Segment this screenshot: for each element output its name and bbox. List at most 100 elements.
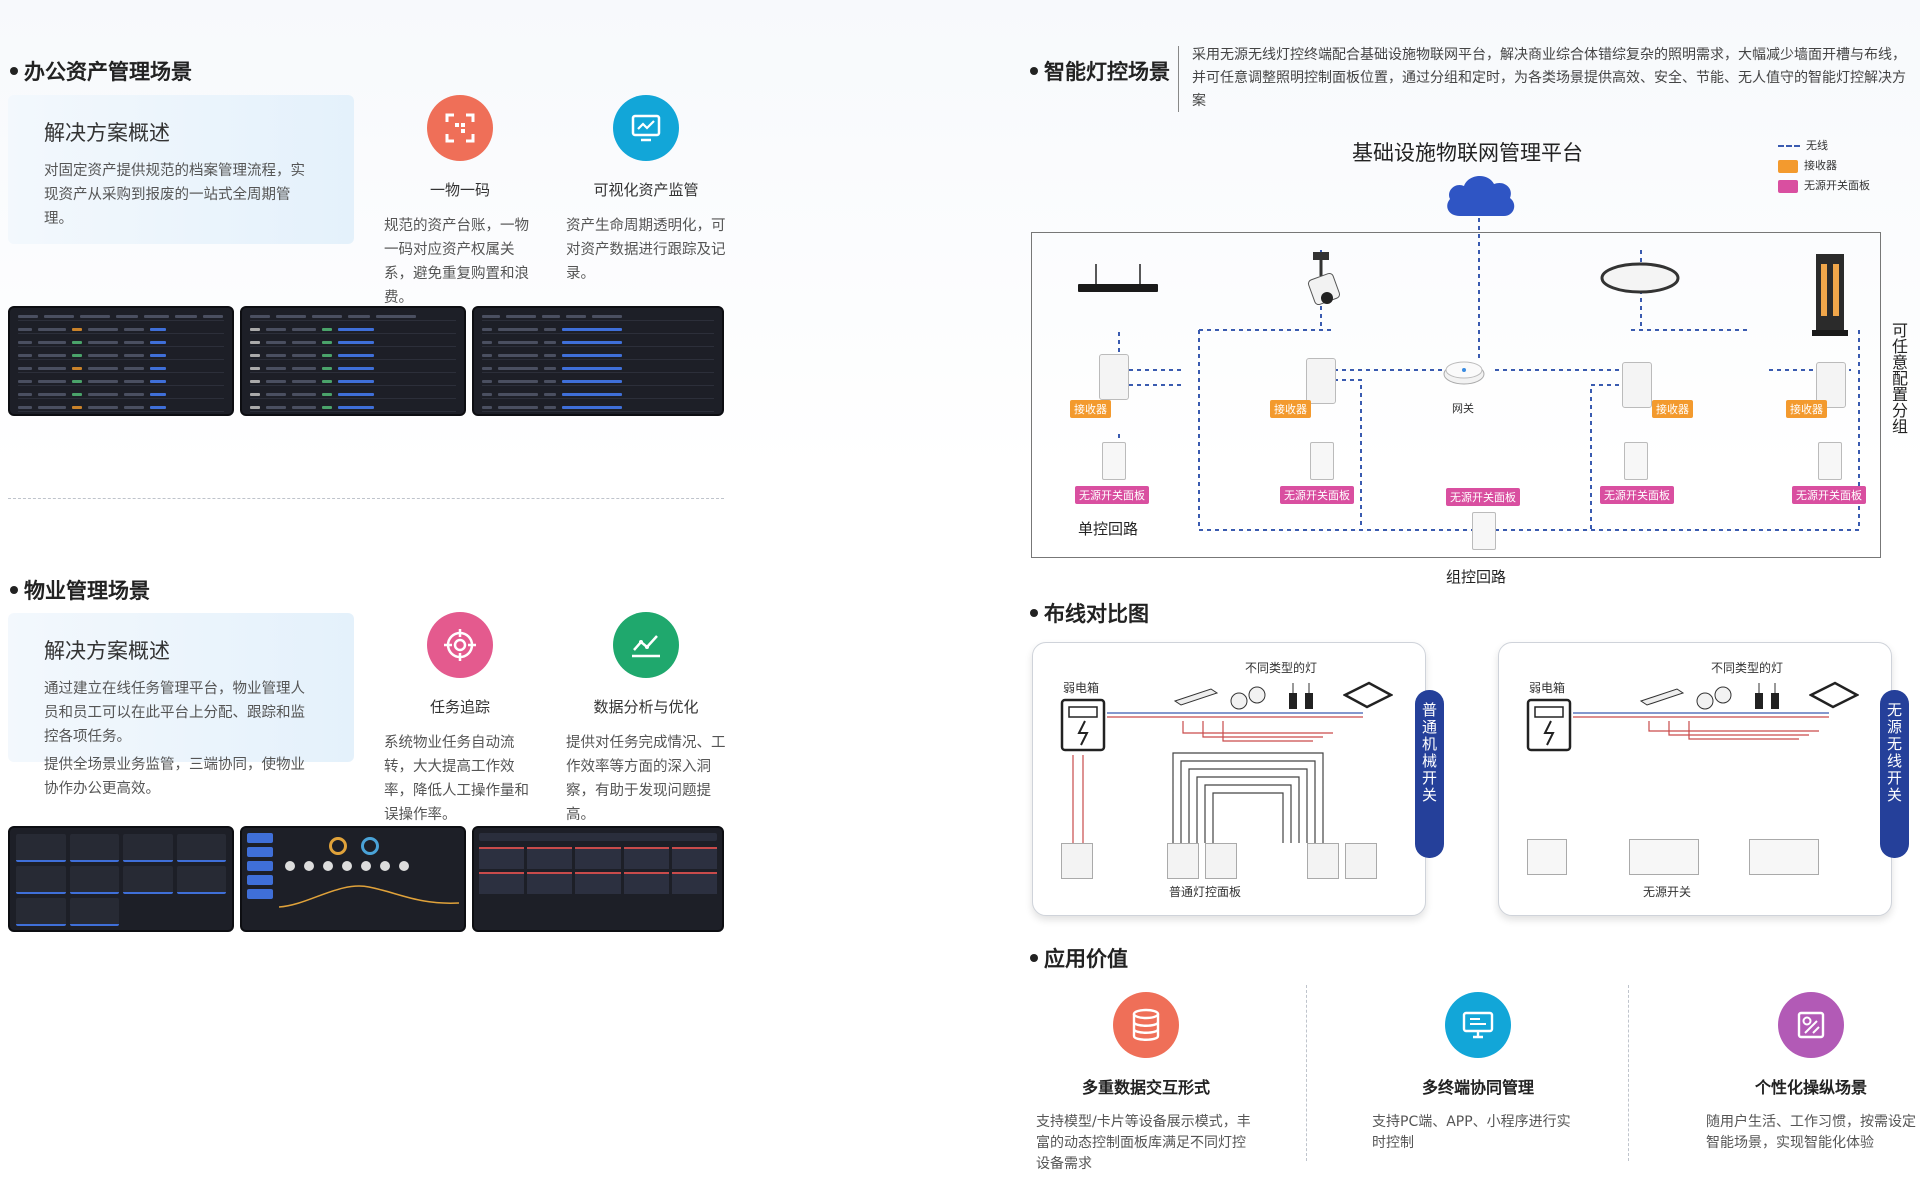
diagram-legend: 无线 接收器 无源开关面板 bbox=[1778, 136, 1870, 196]
electric-box-icon bbox=[1525, 697, 1573, 757]
cloud-icon bbox=[1442, 170, 1518, 222]
lamp-types-label: 不同类型的灯 bbox=[1245, 661, 1318, 675]
receiver-tag-3: 接收器 bbox=[1652, 400, 1693, 418]
qr-code-icon bbox=[427, 95, 493, 161]
desktop-icon bbox=[1445, 992, 1511, 1058]
office-overview-title: 解决方案概述 bbox=[44, 121, 170, 145]
asset-list-screenshot bbox=[8, 306, 234, 416]
lighting-title-text: 智能灯控场景 bbox=[1044, 60, 1170, 84]
value-divider-2 bbox=[1628, 985, 1629, 1161]
wireless-switch-1 bbox=[1527, 839, 1567, 875]
electric-box-icon bbox=[1059, 697, 1107, 757]
mechanical-switch-badge: 普通机械开关 bbox=[1415, 690, 1444, 858]
linear-lamp-icon bbox=[1076, 262, 1160, 302]
legend-panel-label: 无源开关面板 bbox=[1804, 179, 1870, 192]
switch-panel-4 bbox=[1818, 442, 1842, 480]
lighting-description: 采用无源无线灯控终端配合基础设施物联网平台，解决商业综合体错综复杂的照明需求，大… bbox=[1192, 47, 1906, 109]
legend-wireless: 无线 bbox=[1778, 136, 1870, 156]
receiver-tag-4: 接收器 bbox=[1786, 400, 1827, 418]
wireless-switch-2 bbox=[1629, 839, 1699, 875]
legend-receiver: 接收器 bbox=[1778, 156, 1870, 176]
lighting-section-title: 智能灯控场景 bbox=[1030, 56, 1170, 86]
panel-tag-4: 无源开关面板 bbox=[1792, 486, 1866, 504]
wiring-card-wireless: 弱电箱 不同类型的灯 无源开关 bbox=[1498, 642, 1892, 916]
legend-panel: 无源开关面板 bbox=[1778, 176, 1870, 196]
linear-lamp-icon bbox=[1171, 685, 1221, 711]
property-overview-text-1: 通过建立在线任务管理平台，物业管理人员和员工可以在此平台上分配、跟踪和监控各项任… bbox=[44, 681, 305, 745]
receiver-module-2 bbox=[1306, 358, 1336, 404]
line-chart-icon bbox=[613, 612, 679, 678]
feature-desc: 提供对任务完成情况、工作效率等方面的深入洞察，有助于发现问题提高。 bbox=[566, 735, 726, 823]
value-title: 多重数据交互形式 bbox=[1081, 1078, 1210, 1097]
monitor-chart-icon bbox=[613, 95, 679, 161]
property-section-title: 物业管理场景 bbox=[10, 575, 150, 605]
switch-panel-2 bbox=[1310, 442, 1334, 480]
pendant-lamp-icon bbox=[1285, 683, 1319, 717]
feature-desc: 系统物业任务自动流转，大大提高工作效率，降低人工操作量和误操作率。 bbox=[384, 735, 529, 823]
office-overview-text: 对固定资产提供规范的档案管理流程，实现资产从采购到报废的一站式全周期管理。 bbox=[44, 163, 305, 227]
receiver-tag-1: 接收器 bbox=[1070, 400, 1111, 418]
wireless-wires bbox=[1573, 712, 1829, 740]
feature-qr: 一物一码 规范的资产台账，一物一码对应资产权属关系，避免重复购置和浪费。 bbox=[384, 95, 536, 310]
value-desc: 支持PC端、APP、小程序进行实时控制 bbox=[1372, 1114, 1571, 1151]
platform-title: 基础设施物联网管理平台 bbox=[1352, 141, 1583, 165]
title-divider bbox=[1178, 46, 1179, 112]
mechanical-wires bbox=[1072, 712, 1363, 843]
property-overview-text-2: 提供全场景业务监管，三端协同，使物业协作办公更高效。 bbox=[44, 757, 305, 797]
spotlight-icon bbox=[1695, 681, 1735, 715]
feature-visual: 可视化资产监管 资产生命周期透明化，可对资产数据进行跟踪及记录。 bbox=[566, 95, 726, 286]
ceiling-lamp-icon bbox=[1600, 260, 1680, 300]
weak-box-label: 弱电箱 bbox=[1063, 681, 1100, 695]
wiring-title-text: 布线对比图 bbox=[1044, 602, 1149, 626]
mechanical-switch-5 bbox=[1345, 843, 1377, 879]
office-overview-card: 解决方案概述 对固定资产提供规范的档案管理流程，实现资产从采购到报废的一站式全周… bbox=[8, 95, 354, 244]
switch-panel-3 bbox=[1624, 442, 1648, 480]
panel-tag-2: 无源开关面板 bbox=[1280, 486, 1354, 504]
panel-tag-3: 无源开关面板 bbox=[1600, 486, 1674, 504]
value-section-title: 应用价值 bbox=[1030, 943, 1128, 973]
settings-screen-icon bbox=[1778, 992, 1844, 1058]
feature-desc: 规范的资产台账，一物一码对应资产权属关系，避免重复购置和浪费。 bbox=[384, 218, 529, 306]
value-title: 多终端协同管理 bbox=[1421, 1078, 1534, 1097]
office-section-title: 办公资产管理场景 bbox=[10, 56, 192, 86]
pendant-lamp-icon bbox=[1751, 683, 1785, 717]
value-title-text: 应用价值 bbox=[1044, 947, 1128, 971]
feature-data-analysis: 数据分析与优化 提供对任务完成情况、工作效率等方面的深入洞察，有助于发现问题提高… bbox=[566, 612, 726, 827]
receiver-tag-2: 接收器 bbox=[1270, 400, 1311, 418]
wireless-switch-badge: 无源无线开关 bbox=[1880, 690, 1909, 858]
panel-tag-1: 无源开关面板 bbox=[1075, 486, 1149, 504]
panel-tag-group: 无源开关面板 bbox=[1446, 488, 1520, 506]
feature-desc: 资产生命周期透明化，可对资产数据进行跟踪及记录。 bbox=[566, 218, 726, 282]
mechanical-panel-label: 普通灯控面板 bbox=[1169, 885, 1242, 899]
asset-qr-screenshot bbox=[240, 306, 466, 416]
property-overview-title: 解决方案概述 bbox=[44, 639, 170, 663]
legend-wireless-label: 无线 bbox=[1806, 139, 1828, 152]
value-desc: 支持模型/卡片等设备展示模式，丰富的动态控制面板库满足不同灯控设备需求 bbox=[1036, 1114, 1251, 1172]
value-item-personalized: 个性化操纵场景 随用户生活、工作习惯，按需设定智能场景，实现智能化体验 bbox=[1706, 992, 1916, 1154]
switch-panel-group bbox=[1472, 512, 1496, 550]
mechanical-switch-2 bbox=[1167, 843, 1199, 879]
lighting-diagram-frame bbox=[1031, 232, 1881, 558]
property-overview-card: 解决方案概述 通过建立在线任务管理平台，物业管理人员和员工可以在此平台上分配、跟… bbox=[8, 613, 354, 797]
spotlight-icon bbox=[1229, 681, 1269, 715]
lamp-types-label: 不同类型的灯 bbox=[1711, 661, 1784, 675]
wiring-section-title: 布线对比图 bbox=[1030, 598, 1149, 628]
group-loop-label: 组控回路 bbox=[1446, 568, 1507, 586]
linear-lamp-icon bbox=[1637, 685, 1687, 711]
gateway-label: 网关 bbox=[1452, 402, 1474, 415]
feature-task-tracking: 任务追踪 系统物业任务自动流转，大大提高工作效率，降低人工操作量和误操作率。 bbox=[384, 612, 536, 827]
gateway-icon bbox=[1442, 356, 1486, 390]
target-icon bbox=[427, 612, 493, 678]
feature-title: 可视化资产监管 bbox=[593, 181, 699, 199]
spotlight-icon bbox=[1305, 250, 1345, 314]
mechanical-switch-3 bbox=[1205, 843, 1237, 879]
value-item-data-interaction: 多重数据交互形式 支持模型/卡片等设备展示模式，丰富的动态控制面板库满足不同灯控… bbox=[1036, 992, 1256, 1175]
office-title-text: 办公资产管理场景 bbox=[24, 60, 192, 84]
asset-category-screenshot bbox=[472, 306, 724, 416]
side-group-label: 可任意配置分组 bbox=[1889, 322, 1908, 434]
panel-lamp-icon bbox=[1808, 681, 1860, 713]
section-divider bbox=[8, 498, 724, 499]
feature-title: 一物一码 bbox=[429, 181, 490, 199]
receiver-module-3 bbox=[1622, 362, 1652, 408]
weak-box-label: 弱电箱 bbox=[1529, 681, 1566, 695]
